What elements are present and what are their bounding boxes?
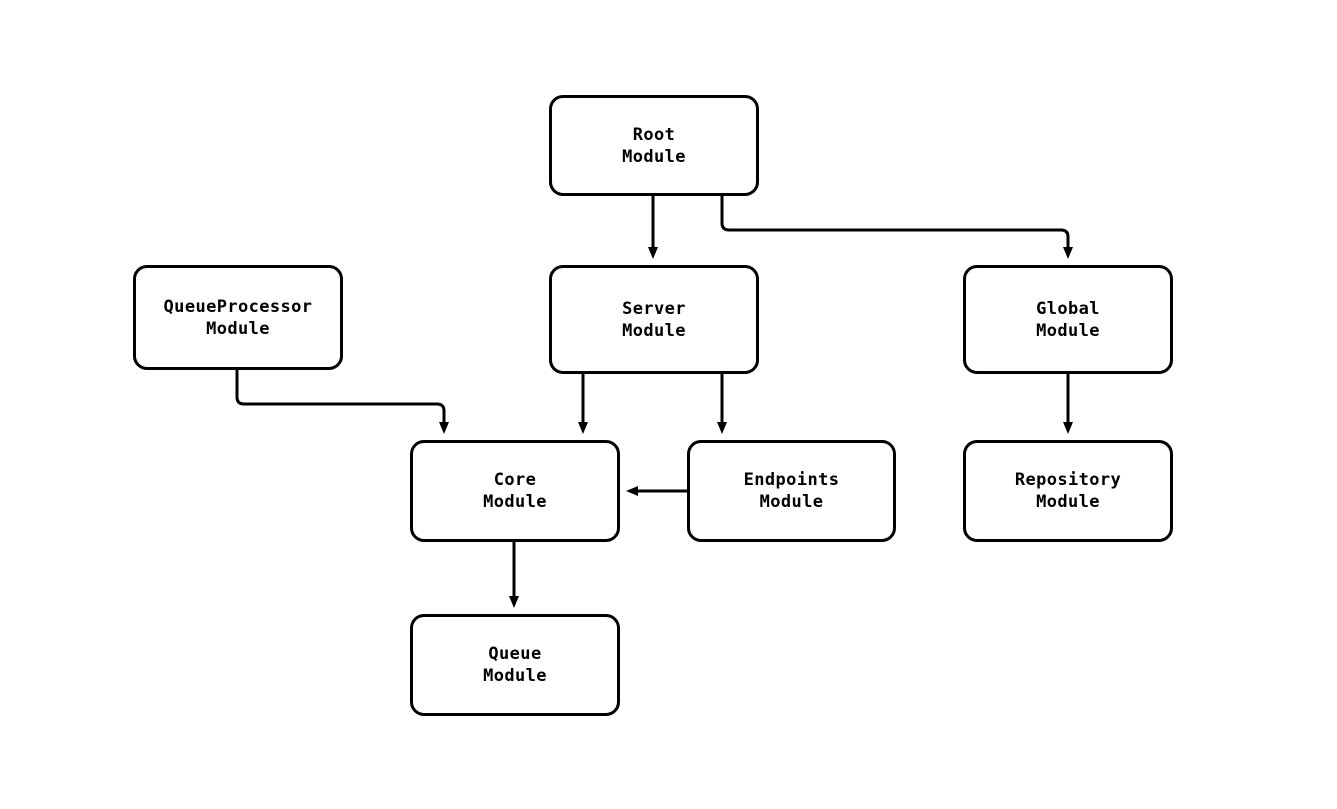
node-queue-module-line1: Queue — [488, 644, 542, 664]
edge-queueprocessor-to-core — [235, 370, 449, 434]
node-server-module-line2: Module — [622, 320, 686, 341]
node-core-module[interactable]: Core Module — [410, 440, 620, 542]
node-core-module-line1: Core — [493, 470, 537, 490]
node-root-module-line1: Root — [632, 124, 676, 145]
node-queueprocessor-module-line1: QueueProcessor — [163, 296, 313, 317]
node-root-module[interactable]: Root Module — [549, 95, 759, 196]
node-endpoints-module[interactable]: Endpoints Module — [687, 440, 896, 542]
node-server-module[interactable]: Server Module — [549, 265, 759, 374]
node-repository-module[interactable]: Repository Module — [963, 440, 1173, 542]
node-global-module-line1: Global — [1036, 298, 1100, 319]
node-core-module-line2: Module — [483, 492, 547, 512]
node-endpoints-module-line2: Module — [759, 492, 824, 512]
node-queue-module-line2: Module — [483, 666, 547, 686]
node-endpoints-module-line1: Endpoints — [743, 470, 840, 490]
node-server-module-line1: Server — [622, 298, 686, 319]
node-repository-module-line2: Module — [1036, 492, 1100, 512]
node-queueprocessor-module-line2: Module — [206, 318, 270, 339]
node-queue-module[interactable]: Queue Module — [410, 614, 620, 716]
node-global-module[interactable]: Global Module — [963, 265, 1173, 374]
node-root-module-line2: Module — [622, 146, 686, 167]
node-global-module-line2: Module — [1036, 320, 1100, 341]
node-queueprocessor-module[interactable]: QueueProcessor Module — [133, 265, 343, 370]
node-repository-module-line1: Repository — [1014, 470, 1122, 490]
edge-root-to-global — [720, 196, 1073, 259]
